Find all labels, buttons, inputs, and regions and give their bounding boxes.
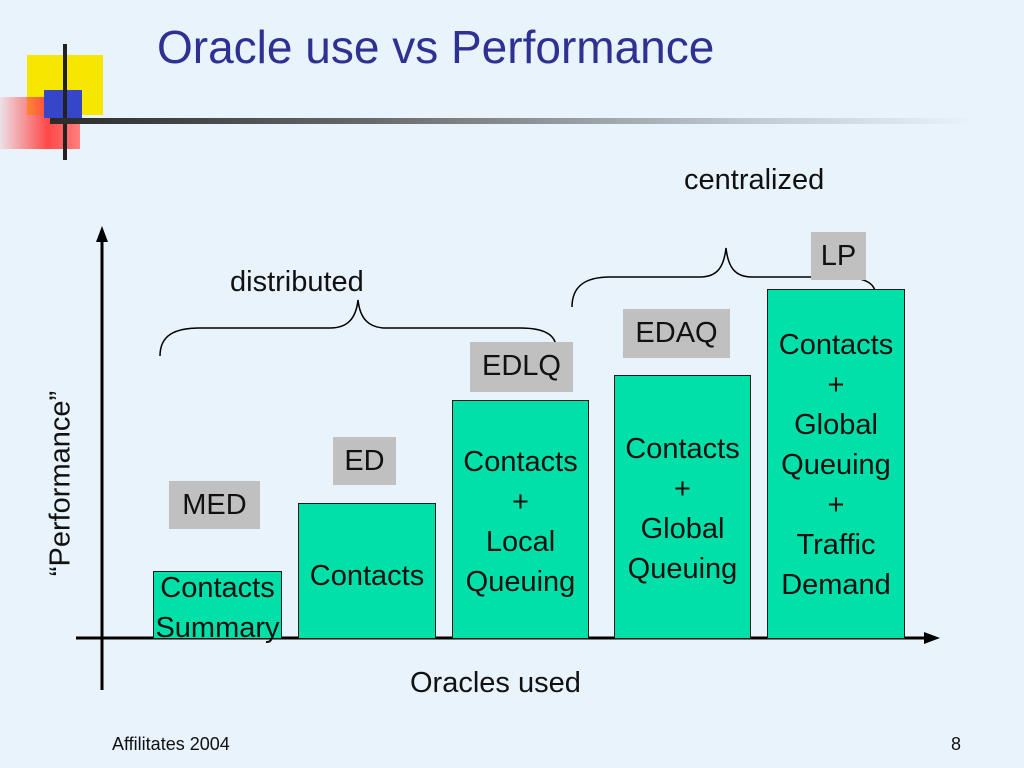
centralized-label: centralized	[684, 164, 825, 196]
bar-med-label: Contacts Summary	[155, 572, 280, 644]
bar-edaq: Contacts + Global Queuing	[614, 375, 751, 639]
distributed-label: distributed	[230, 266, 364, 298]
bar-ed-label: Contacts	[309, 560, 425, 592]
bar-ed: Contacts	[298, 503, 436, 639]
bar-lp: Contacts + Global Queuing + Traffic Dema…	[767, 289, 905, 639]
logo-vertical-line	[63, 44, 67, 160]
tag-edlq: EDLQ	[470, 342, 573, 392]
slide-title: Oracle use vs Performance	[157, 21, 715, 73]
bar-lp-label: Contacts + Global Queuing + Traffic Dema…	[778, 329, 894, 601]
title-rule	[50, 118, 975, 124]
bar-med: Contacts Summary	[153, 571, 282, 644]
page-number: 8	[951, 734, 962, 754]
tag-ed: ED	[333, 437, 396, 485]
tag-lp: LP	[811, 232, 866, 280]
tag-med: MED	[169, 481, 260, 529]
bar-edlq-label: Contacts + Local Queuing	[463, 446, 578, 598]
y-axis-label: “Performance”	[44, 390, 77, 577]
footer-text: Affilitates 2004	[112, 734, 230, 754]
bar-edlq: Contacts + Local Queuing	[452, 400, 589, 639]
bar-edaq-label: Contacts + Global Queuing	[625, 433, 740, 585]
distributed-brace	[159, 299, 557, 357]
x-axis-arrowhead	[924, 632, 940, 644]
tag-edaq: EDAQ	[623, 309, 730, 358]
y-axis-arrowhead	[96, 226, 108, 242]
x-axis-label: Oracles used	[410, 667, 581, 699]
